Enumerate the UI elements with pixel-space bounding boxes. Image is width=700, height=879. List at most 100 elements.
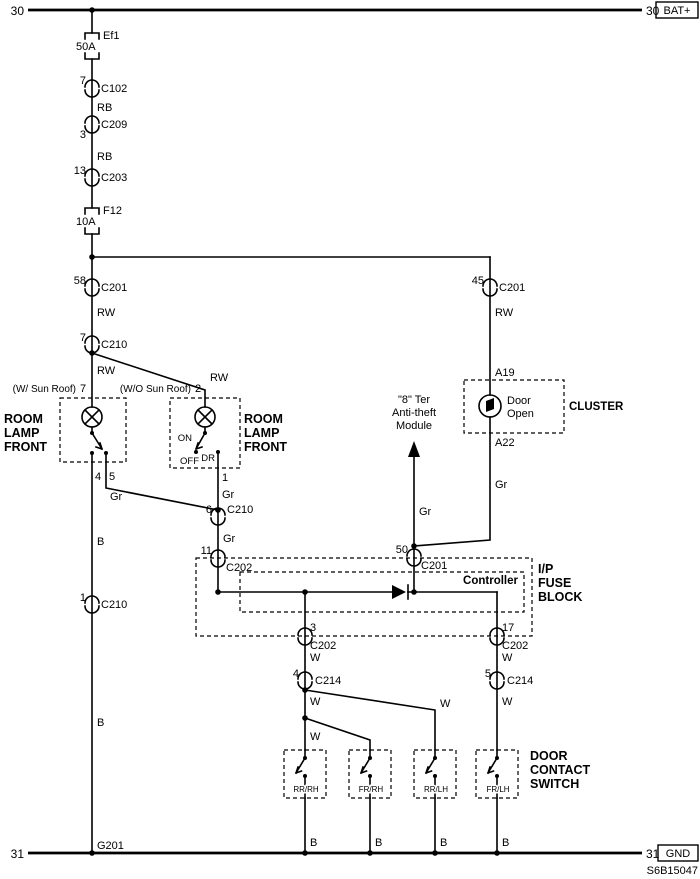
door-switch-outputs: W W 4 C214 5 C214 W W W W <box>293 591 533 751</box>
c210-bottom-pin: 1 <box>80 592 86 604</box>
battery-feed: Ef1 50A 7 C102 RB C209 3 RB 13 C203 F12 … <box>74 9 127 258</box>
c203-name: C203 <box>101 172 127 184</box>
anti-theft-line-2: Anti-theft <box>392 407 436 419</box>
lamp-bulb-icon <box>194 406 216 428</box>
ip-fuse-block: I/P FUSE BLOCK Controller 50 C201 3 C202… <box>195 544 582 652</box>
lamp-right-switch <box>194 426 207 451</box>
wire-rw-1: RW <box>97 307 116 319</box>
c102-name: C102 <box>101 83 127 95</box>
ground-return-left: B 1 C210 B G201 <box>80 452 127 854</box>
c214-left-name: C214 <box>315 675 341 687</box>
room-lamp-left-box <box>59 397 127 463</box>
c201-controller-name: C201 <box>421 560 447 572</box>
door-contact-switches: RR/RH FR/RH RR/LH FR/LH DOOR CONTACT SWI… <box>283 749 591 854</box>
door-switch-label-1: RR/RH <box>293 785 319 794</box>
wire-rw-3: RW <box>210 372 229 384</box>
wire-rb-2: RB <box>97 151 112 163</box>
c201-left-name: C201 <box>101 282 127 294</box>
c210-bottom-name: C210 <box>101 599 127 611</box>
left-feed: 58 C201 RW 7 C210 RW RW <box>74 256 229 408</box>
fuse-ef1-rating: 50A <box>76 41 96 53</box>
battery-terminal-label: BAT+ <box>663 5 690 17</box>
door-contact-title-2: CONTACT <box>530 763 591 777</box>
cluster-label: CLUSTER <box>569 401 624 413</box>
fuse-block-title-3: BLOCK <box>538 590 582 604</box>
wire-b-3: B <box>310 837 317 849</box>
c102-pin: 7 <box>80 75 86 87</box>
wire-w-1: W <box>310 652 321 664</box>
wire-b-4: B <box>375 837 382 849</box>
room-lamp-left-pin-top: 7 <box>80 383 86 395</box>
c210-mid-name: C210 <box>227 504 253 516</box>
telltale-label-2: Open <box>507 408 534 420</box>
c203-pin: 13 <box>74 165 86 177</box>
c214-right-pin: 5 <box>485 668 491 680</box>
cluster-wire <box>413 256 491 547</box>
door-contact-title-1: DOOR <box>530 749 568 763</box>
top-bus-left-label: 30 <box>11 4 25 18</box>
c214-right-name: C214 <box>507 675 533 687</box>
switch-dr-label: DR <box>201 453 215 464</box>
room-lamp-left-title-3: FRONT <box>4 440 47 454</box>
cluster-branch: 45 C201 RW A19 Door Open CLUSTER A22 Gr <box>413 256 624 547</box>
room-lamp-right-title-1: ROOM <box>244 412 283 426</box>
door-open-telltale-icon <box>478 394 502 418</box>
cluster-pin-a22: A22 <box>495 437 515 449</box>
lamp-left-gr-wire <box>105 452 219 511</box>
right-lamp-feed-wire <box>90 351 206 408</box>
junction-dots <box>89 7 500 856</box>
c210-mid-pin: 6 <box>206 504 212 516</box>
terminal-dot <box>90 431 94 435</box>
wire-b-5: B <box>440 837 447 849</box>
wire-w-6: W <box>502 696 513 708</box>
c201-left-pin: 58 <box>74 275 86 287</box>
bottom-bus: 31 31 GND S6B15047 <box>11 844 699 877</box>
anti-theft-line-1: "8" Ter <box>398 394 430 406</box>
wire-w-4: W <box>440 698 451 710</box>
fuse-ef1-name: Ef1 <box>103 30 120 42</box>
fuse-block-box <box>195 557 533 637</box>
wire-b-2: B <box>97 717 104 729</box>
c202-in-pin: 11 <box>201 545 212 557</box>
top-bus: 30 30 BAT+ <box>11 1 699 19</box>
wire-gr-1: Gr <box>110 491 123 503</box>
c201-right-name: C201 <box>499 282 525 294</box>
drawing-number: S6B15047 <box>647 865 698 877</box>
c209-name: C209 <box>101 119 127 131</box>
c210-top-pin: 7 <box>80 332 86 344</box>
lamp-outputs: 4 5 Gr 1 Gr 6 C210 Gr 11 C202 <box>95 451 253 593</box>
wire-rw-4: RW <box>495 307 514 319</box>
anti-theft-line-3: Module <box>396 420 432 432</box>
room-lamp-left-title-2: LAMP <box>4 426 39 440</box>
c202-out-right-pin: 17 <box>502 622 514 634</box>
room-lamp-right-title-3: FRONT <box>244 440 287 454</box>
anti-theft-branch: "8" Ter Anti-theft Module Gr <box>392 394 436 593</box>
switch-on-label: ON <box>178 433 192 444</box>
fuse-f12-name: F12 <box>103 205 122 217</box>
c210-top-name: C210 <box>101 339 127 351</box>
door-contact-title-3: SWITCH <box>530 777 579 791</box>
wire-gr-3: Gr <box>223 533 236 545</box>
cluster-pin-a19: A19 <box>495 367 515 379</box>
switch-feed-wires <box>304 591 498 751</box>
room-lamp-right-pin-top: 2 <box>195 383 201 395</box>
room-lamp-front-sunroof: (W/ Sun Roof) 7 ROOM LAMP FRONT <box>4 383 127 463</box>
wire-w-3: W <box>310 696 321 708</box>
door-open-glyph <box>486 398 494 412</box>
bottom-bus-right-label: 31 <box>646 847 660 861</box>
door-switch-label-2: FR/RH <box>359 785 384 794</box>
wire-gr-5: Gr <box>495 479 508 491</box>
room-lamp-left-variant: (W/ Sun Roof) <box>13 384 76 395</box>
terminal-dot <box>203 431 207 435</box>
c202-out-right-name: C202 <box>502 640 528 652</box>
wire-b-6: B <box>502 837 509 849</box>
door-switch-label-4: FR/LH <box>486 785 509 794</box>
lamp-left-pin-5: 5 <box>109 471 115 483</box>
c209-pin: 3 <box>80 129 86 141</box>
room-lamp-right-variant: (W/O Sun Roof) <box>120 384 191 395</box>
telltale-label-1: Door <box>507 395 531 407</box>
top-bus-right-label: 30 <box>646 4 660 18</box>
c201-right-pin: 45 <box>472 275 484 287</box>
